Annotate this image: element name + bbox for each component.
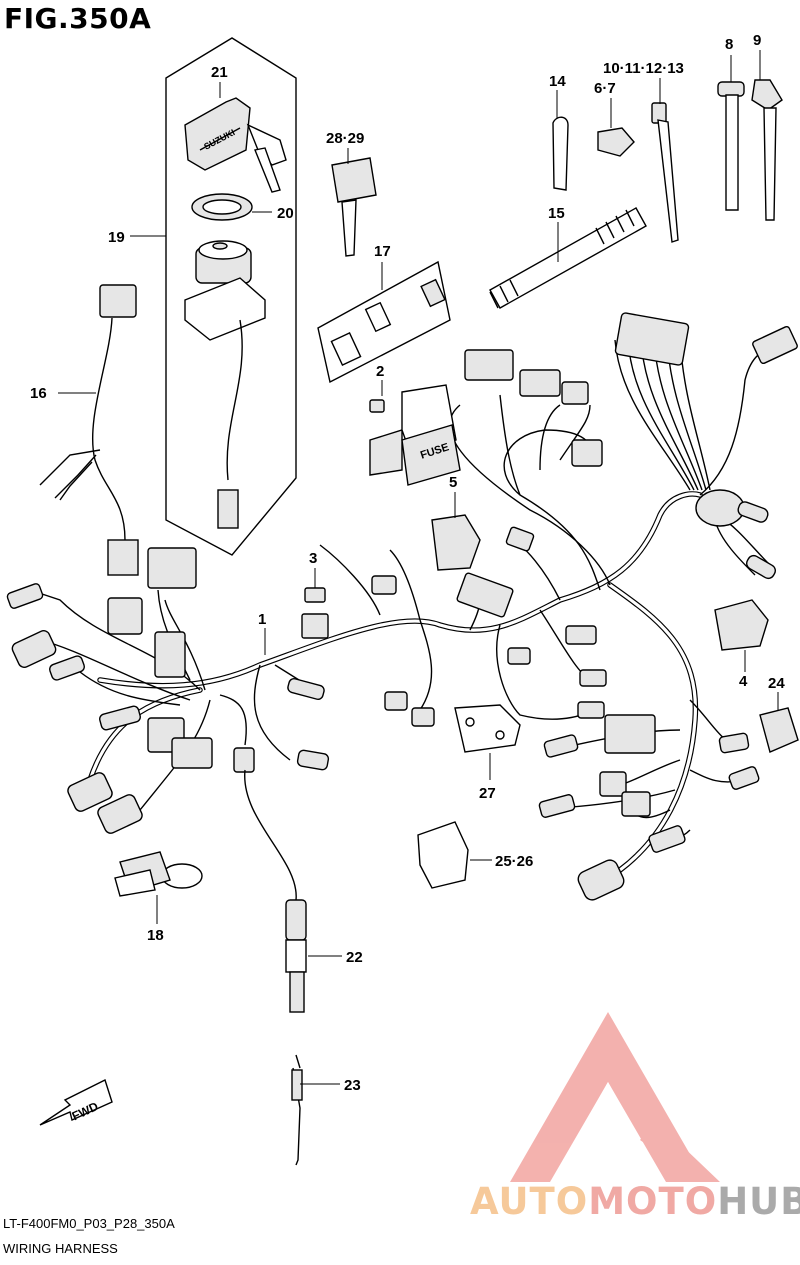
key-28-29[interactable] xyxy=(331,157,377,257)
callout-27: 27 xyxy=(479,785,496,802)
clip-6-7[interactable] xyxy=(597,127,635,157)
callout-19: 19 xyxy=(108,229,125,246)
fuse-box[interactable]: FUSE xyxy=(369,384,461,486)
callout-24: 24 xyxy=(768,675,785,692)
band-9[interactable] xyxy=(751,79,783,221)
callout-10-13: 10·11·12·13 xyxy=(603,60,684,77)
sensor-22[interactable] xyxy=(244,769,307,1013)
footer-code: LT-F400FM0_P03_P28_350A xyxy=(3,1216,175,1231)
tube-15[interactable] xyxy=(489,207,647,309)
cable-tie-10-13[interactable] xyxy=(651,102,679,243)
fwd-arrow: FWD xyxy=(39,1079,113,1126)
callout-14: 14 xyxy=(549,73,566,90)
watermark-logo xyxy=(510,1012,720,1182)
plate-27[interactable] xyxy=(454,704,521,753)
footer-name: WIRING HARNESS xyxy=(3,1241,118,1256)
callout-1: 1 xyxy=(258,611,266,628)
bracket-17[interactable] xyxy=(317,260,451,384)
callout-3: 3 xyxy=(309,550,317,567)
sub-harness-16[interactable] xyxy=(39,284,139,576)
leader-lines xyxy=(58,50,779,1085)
callout-17: 17 xyxy=(374,243,391,260)
ignition-switch-assembly[interactable]: SUZUKI xyxy=(165,37,297,556)
callout-20: 20 xyxy=(277,205,294,222)
callout-9: 9 xyxy=(753,32,761,49)
figure-title: FIG.350A xyxy=(4,2,152,35)
band-8[interactable] xyxy=(717,81,745,211)
sensor-18[interactable] xyxy=(114,851,203,897)
relay-25-26[interactable] xyxy=(417,821,469,889)
watermark-part2: MOTO xyxy=(588,1180,718,1223)
cap-4[interactable] xyxy=(714,599,769,651)
clamp-14[interactable] xyxy=(552,116,569,191)
watermark-part1: AUTO xyxy=(470,1180,589,1223)
callout-15: 15 xyxy=(548,205,565,222)
harness-connectors[interactable] xyxy=(6,312,798,902)
callout-23: 23 xyxy=(344,1077,361,1094)
callout-4: 4 xyxy=(739,673,748,690)
callout-28-29: 28·29 xyxy=(326,130,364,147)
callout-18: 18 xyxy=(147,927,164,944)
watermark-text: AUTOMOTOHUB xyxy=(470,1180,800,1223)
callout-16: 16 xyxy=(30,385,47,402)
callout-2: 2 xyxy=(376,363,384,380)
callout-25-26: 25·26 xyxy=(495,853,533,870)
cover-5[interactable] xyxy=(431,514,481,571)
callout-22: 22 xyxy=(346,949,363,966)
probe-23[interactable] xyxy=(291,1054,303,1166)
callout-21: 21 xyxy=(211,64,228,81)
relay-24[interactable] xyxy=(759,707,799,753)
callout-6-7: 6·7 xyxy=(594,80,616,97)
callout-5: 5 xyxy=(449,474,457,491)
callout-labels: 21 20 19 16 1 2 3 5 17 28·29 14 6·7 10·1… xyxy=(30,32,785,1094)
watermark-part3: HUB xyxy=(717,1180,800,1223)
callout-8: 8 xyxy=(725,36,733,53)
